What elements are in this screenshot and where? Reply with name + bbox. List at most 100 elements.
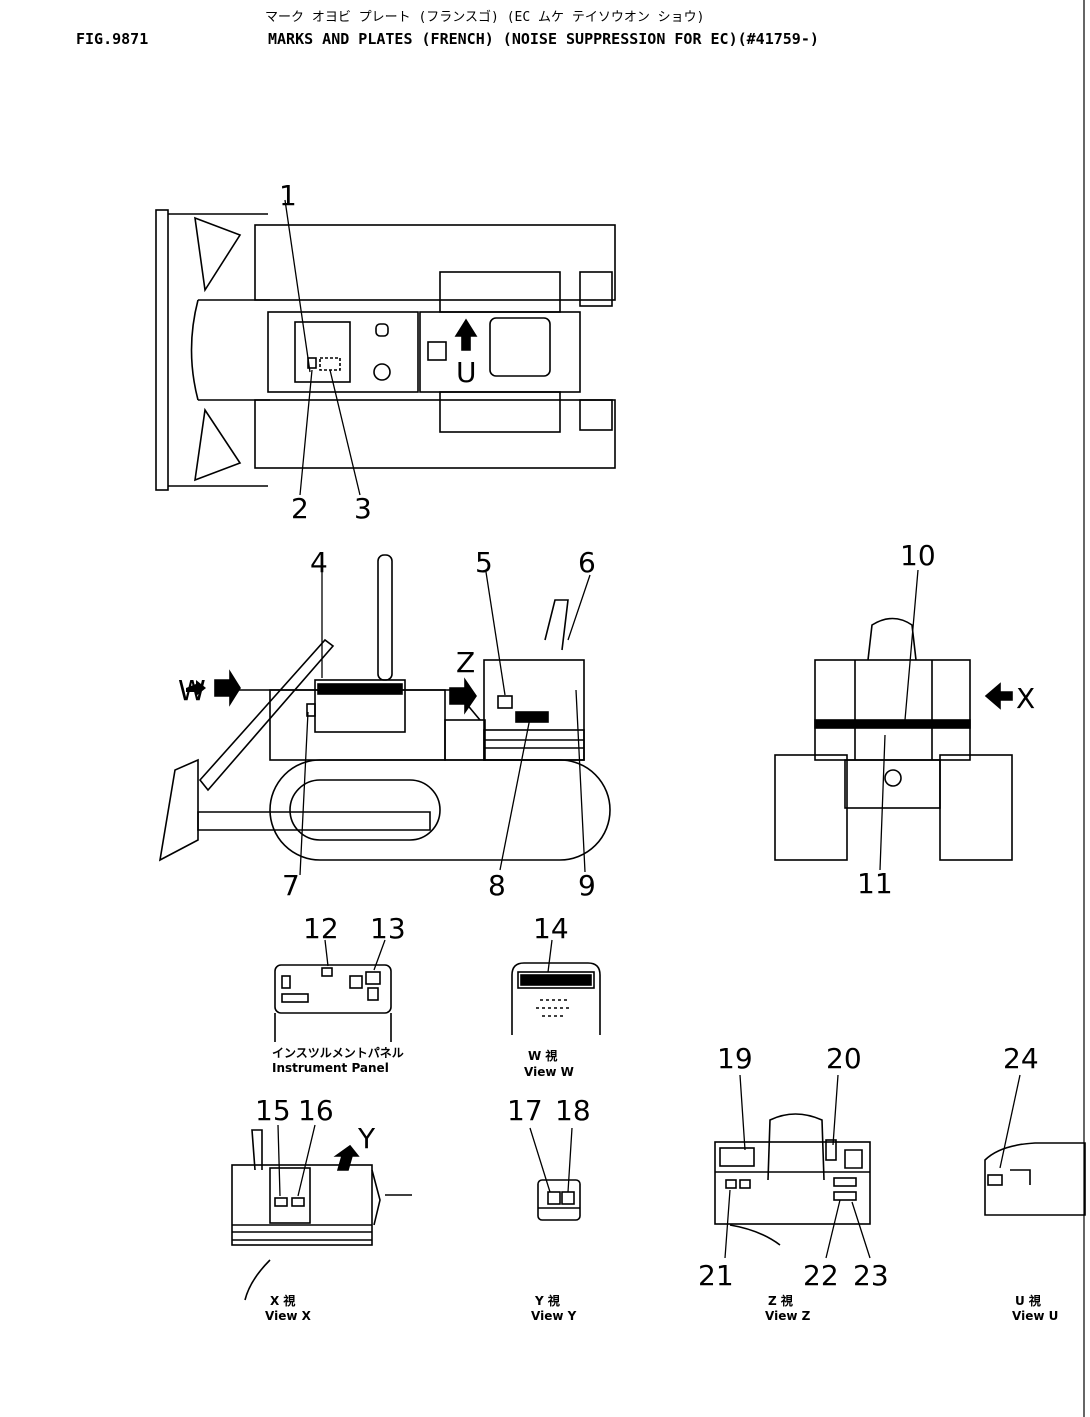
view-u-cab — [984, 1142, 1086, 1216]
top-exhaust — [375, 323, 389, 337]
top-hood-panel — [294, 321, 351, 383]
view-y-panel — [537, 1179, 581, 1221]
panel-mark-12 — [321, 967, 333, 977]
side-mark-5 — [497, 695, 513, 709]
view-y-mark-18 — [561, 1191, 575, 1205]
top-arrow-u-label: U — [456, 356, 477, 389]
top-mark-2 — [307, 357, 317, 369]
view-x-mark-16 — [291, 1197, 305, 1207]
callout-9: 9 — [578, 869, 596, 902]
callout-19: 19 — [717, 1042, 753, 1075]
top-mark-3 — [319, 357, 341, 371]
view-y-jp-label: Y 視 — [534, 1293, 560, 1308]
view-x-panel — [269, 1167, 311, 1224]
view-z-en-label: View Z — [765, 1309, 811, 1323]
japanese-title: マーク オヨビ プレート (フランスゴ) (EC ムケ テイソウオン ショウ) — [265, 10, 705, 25]
top-cab-deck — [419, 311, 581, 393]
view-u-mark-24 — [987, 1174, 1003, 1186]
view-w-jp-label: W 視 — [528, 1048, 557, 1063]
rear-mark-10 — [814, 719, 971, 729]
view-z-jp-label: Z 視 — [768, 1293, 793, 1308]
callout-5: 5 — [475, 546, 493, 579]
callout-11: 11 — [857, 867, 893, 900]
view-x-jp-label: X 視 — [270, 1293, 295, 1308]
view-y-en-label: View Y — [531, 1309, 577, 1323]
view-y-mark-17 — [547, 1191, 561, 1205]
side-push-arm — [197, 811, 431, 831]
rear-arrow-x-label: X — [1016, 682, 1035, 715]
side-exhaust-stack — [377, 554, 393, 681]
view-w-mark-14 — [517, 971, 595, 989]
view-z-mark-23 — [833, 1191, 857, 1201]
instrument-panel — [274, 964, 392, 1014]
english-title: MARKS AND PLATES (FRENCH) (NOISE SUPPRES… — [268, 30, 819, 48]
top-control — [427, 341, 447, 361]
callout-20: 20 — [826, 1042, 862, 1075]
view-z-mark-21a — [725, 1179, 737, 1189]
side-mark-7 — [306, 703, 316, 717]
top-cap — [373, 363, 391, 381]
view-x-arrow-y — [333, 1144, 360, 1171]
top-blade — [155, 209, 169, 491]
rear-center — [844, 759, 941, 809]
callout-22: 22 — [803, 1259, 839, 1292]
side-arrow-z — [449, 677, 477, 715]
instrument-panel-jp-label: インスツルメントパネル — [272, 1046, 404, 1060]
callout-13: 13 — [370, 912, 406, 945]
top-lift-cylinder-upper — [194, 216, 242, 293]
side-arrow-w-label: W — [178, 674, 206, 707]
top-fender-left — [439, 271, 561, 313]
view-z-mark-20 — [825, 1139, 837, 1161]
callout-7: 7 — [282, 869, 300, 902]
view-z-body — [714, 1141, 871, 1225]
side-lift-cylinder — [198, 638, 335, 792]
top-rear-left — [579, 271, 613, 307]
side-engine-body — [269, 689, 446, 761]
view-w-radiator — [511, 962, 601, 1035]
view-w-detail — [511, 939, 601, 1035]
view-z-mark-21b — [739, 1179, 751, 1189]
rear-left-track — [774, 754, 848, 861]
top-engine-hood — [267, 311, 419, 393]
callout-14: 14 — [533, 912, 569, 945]
view-z-mark-22 — [833, 1177, 857, 1187]
view-x-arrow-y-label: Y — [357, 1122, 376, 1155]
rear-right-track — [939, 754, 1013, 861]
top-rear-right — [579, 399, 613, 431]
panel-mark-13 — [365, 971, 381, 985]
top-right-track — [254, 399, 616, 469]
top-operator-seat — [489, 317, 551, 377]
view-x-en-label: View X — [265, 1309, 312, 1323]
callout-17: 17 — [507, 1094, 543, 1127]
view-x-detail — [231, 1124, 412, 1301]
figure-number: FIG.9871 — [76, 30, 149, 48]
top-left-track — [254, 224, 616, 301]
callout-1: 1 — [279, 179, 297, 212]
callout-24: 24 — [1003, 1042, 1039, 1075]
view-z-mark-19 — [719, 1147, 755, 1167]
callout-12: 12 — [303, 912, 339, 945]
side-view-dozer — [158, 554, 611, 876]
callout-4: 4 — [310, 546, 328, 579]
view-z-seat — [767, 1113, 825, 1181]
top-fender-right — [439, 391, 561, 433]
callout-2: 2 — [291, 492, 309, 525]
rear-arrow-x — [984, 682, 1013, 710]
side-arrow-w — [214, 669, 241, 707]
view-u-en-label: View U — [1012, 1309, 1058, 1323]
view-z-detail — [714, 1074, 871, 1259]
view-u-jp-label: U 視 — [1015, 1293, 1041, 1308]
view-x-mark-15 — [274, 1197, 288, 1207]
callout-15: 15 — [255, 1094, 291, 1127]
side-blade — [158, 758, 199, 862]
rear-rops — [867, 617, 917, 661]
view-y-detail — [529, 1127, 581, 1221]
rear-body — [814, 659, 971, 761]
rear-view-dozer — [774, 569, 1013, 871]
callout-23: 23 — [853, 1259, 889, 1292]
callout-16: 16 — [298, 1094, 334, 1127]
callout-10: 10 — [900, 539, 936, 572]
instrument-panel-en-label: Instrument Panel — [272, 1061, 389, 1075]
side-seat — [544, 599, 569, 651]
